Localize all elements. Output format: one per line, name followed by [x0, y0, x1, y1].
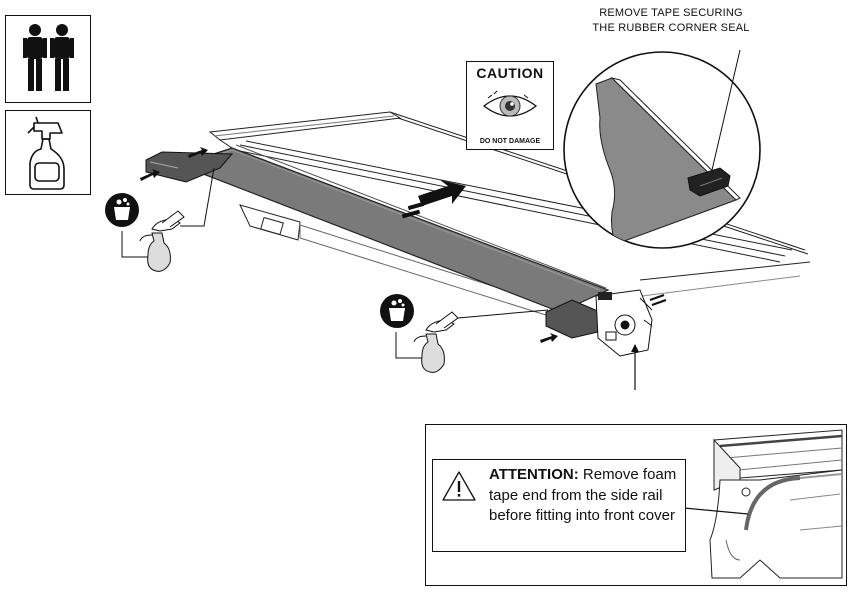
soapy-water-bucket-icon: [380, 294, 414, 328]
caution-label: CAUTION DO NOT DAMAGE: [466, 61, 554, 150]
attention-notice: ATTENTION: Remove foam tape end from the…: [432, 459, 686, 552]
corner-seal-detail-callout: [563, 49, 761, 249]
caution-title: CAUTION: [476, 65, 544, 81]
callout-line-2: THE RUBBER CORNER SEAL: [592, 22, 750, 34]
callout-title: REMOVE TAPE SECURING THE RUBBER CORNER S…: [536, 6, 806, 36]
soapy-water-bucket-icon: [105, 193, 139, 227]
caution-subtitle: DO NOT DAMAGE: [479, 138, 541, 145]
spray-bottle-icon: [395, 311, 459, 373]
attention-body-first: Remove: [582, 466, 639, 483]
callout-line-1: REMOVE TAPE SECURING: [599, 7, 743, 19]
warning-triangle-icon: [442, 471, 476, 501]
spray-bottle-icon: [121, 210, 185, 272]
eye-icon: [482, 90, 538, 117]
spray-bottle-icon: [5, 110, 91, 195]
attention-body-rest: foam tape end from the side rail before …: [489, 466, 677, 524]
foam-tape-detail-illustration: [709, 429, 843, 579]
attention-text: ATTENTION: Remove foam tape end from the…: [489, 465, 685, 527]
rail-assembly-illustration: [140, 111, 811, 390]
two-person-lift-icon: [5, 15, 91, 103]
attention-leader-line: [684, 507, 749, 515]
attention-heading: ATTENTION:: [489, 466, 579, 483]
